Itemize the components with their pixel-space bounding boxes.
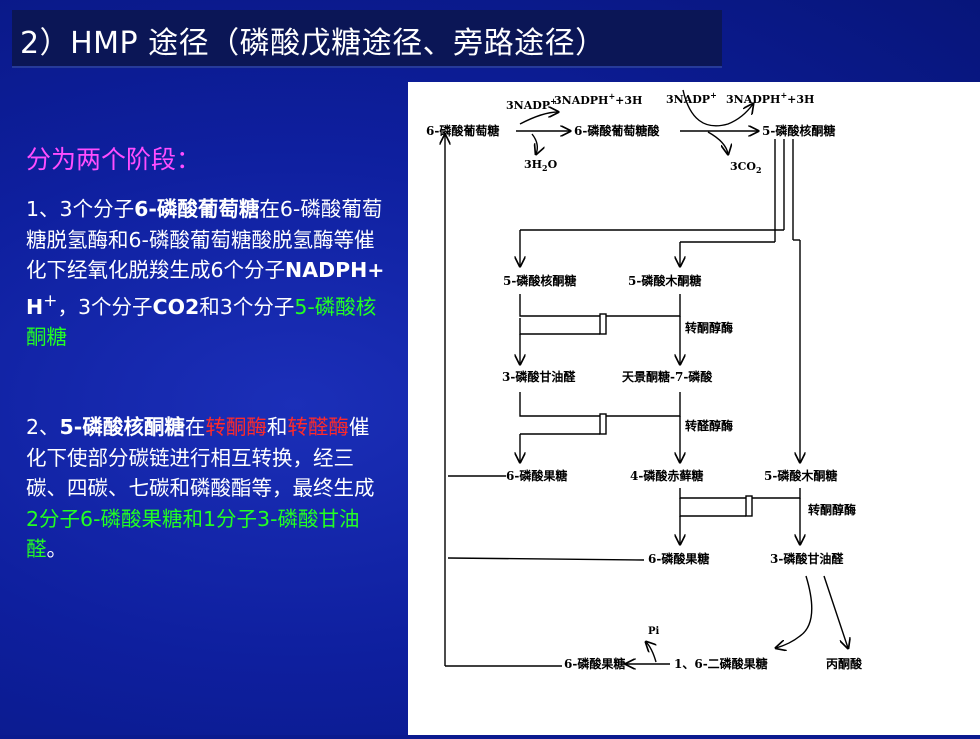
label-x5p-2: 5-磷酸木酮糖	[764, 468, 837, 483]
label-x5p-1: 5-磷酸木酮糖	[628, 273, 701, 288]
label-s7p: 天景酮糖-7-磷酸	[622, 369, 713, 384]
label-nadp-1: 3NADP+	[506, 96, 557, 112]
label-ta: 转醛醇酶	[685, 418, 733, 433]
ta-bracket	[519, 392, 681, 417]
arrow-gap-to-pyruvate	[823, 575, 848, 648]
p1-g6p: 6-磷酸葡萄糖	[134, 197, 260, 221]
label-ru5p: 5-磷酸核酮糖	[762, 123, 835, 138]
label-gluconate: 6-磷酸葡萄糖酸	[574, 123, 660, 138]
p1-ru5p: 5-磷酸核酮糖	[26, 294, 377, 349]
label-gap2: 3-磷酸甘油醛	[770, 551, 844, 566]
spacer	[26, 352, 386, 412]
tk2-node	[745, 495, 753, 517]
arrow-gap-to-fbp	[776, 575, 813, 648]
p2-text: 2、	[26, 415, 60, 440]
p1-text: 和3个分子	[199, 294, 295, 319]
p2-text: 在	[184, 415, 206, 440]
label-f6p-3: 6-磷酸果糖	[564, 656, 625, 671]
label-f6p-1: 6-磷酸果糖	[506, 468, 567, 483]
label-tk2: 转酮醇酶	[808, 502, 856, 517]
arrow-nadp-2	[682, 89, 753, 127]
label-co2: 3CO2	[730, 160, 762, 175]
p2-text: 催化下使部分碳链进行相互转换，经三碳、四碳、七碳和磷酸酯等，最终生成	[26, 415, 375, 501]
p1-nadph-sup: +	[43, 290, 58, 311]
pathway-diagram-panel: 3NADP+ 3NADPH++3H 3NADP+ 3NADPH++3H 6-磷酸…	[408, 82, 980, 735]
label-pi: Pi	[648, 626, 660, 637]
label-tk1: 转酮醇酶	[685, 320, 733, 335]
paragraph-stage-1: 1、3个分子6-磷酸葡萄糖在6-磷酸葡萄糖脱氢酶和6-磷酸葡萄糖酸脱氢酶等催化下…	[26, 194, 386, 352]
label-gap1: 3-磷酸甘油醛	[502, 369, 576, 384]
p2-transaldolase: 转醛酶	[287, 415, 349, 440]
tk2-bracket	[679, 488, 801, 499]
label-nadph-2: 3NADPH++3H	[726, 90, 814, 106]
label-e4p: 4-磷酸赤藓糖	[630, 468, 703, 483]
p1-nadph: NADPH+H	[26, 258, 385, 319]
slide-title: 2）HMP 途径（磷酸戊糖途径、旁路途径）	[20, 18, 606, 62]
ta-node	[599, 413, 607, 435]
arrow-co2	[707, 131, 728, 154]
tk1-bracket	[519, 294, 681, 317]
label-g6p: 6-磷酸葡萄糖	[426, 123, 499, 138]
p2-text: 。	[46, 537, 68, 562]
label-pyruvate: 丙酮酸	[826, 656, 863, 671]
label-r5p: 5-磷酸核酮糖	[503, 273, 576, 288]
f6p2-to-feedback	[447, 557, 645, 561]
tk2-lower	[679, 498, 746, 517]
text-column: 分为两个阶段： 1、3个分子6-磷酸葡萄糖在6-磷酸葡萄糖脱氢酶和6-磷酸葡萄糖…	[26, 140, 386, 565]
p2-ru5p: 5-磷酸核酮糖	[59, 415, 185, 440]
label-f6p-2: 6-磷酸果糖	[648, 551, 709, 566]
label-nadph-1: 3NADPH++3H	[554, 91, 642, 107]
tk1-lower	[519, 318, 600, 335]
title-main: 2）HMP 途径	[20, 26, 210, 61]
p1-text: ，3个分子	[57, 294, 153, 319]
title-bar	[12, 10, 722, 68]
section-heading: 分为两个阶段：	[26, 145, 202, 174]
p2-text: 和	[266, 415, 288, 440]
p1-co2: CO2	[152, 294, 200, 319]
pathway-diagram: 3NADP+ 3NADPH++3H 3NADP+ 3NADPH++3H 6-磷酸…	[426, 89, 863, 671]
title-parenthetical: （磷酸戊糖途径、旁路途径）	[209, 26, 606, 61]
arrow-h2o	[531, 133, 537, 154]
p1-text: 在6-磷酸葡萄糖脱氢酶和6-磷酸葡萄糖酸脱氢酶等催化下经氧化脱羧生成6个分子	[26, 197, 383, 282]
label-fbp: 1、6-二磷酸果糖	[674, 656, 768, 671]
paragraph-stage-2: 2、5-磷酸核酮糖在转酮酶和转醛酶催化下使部分碳链进行相互转换，经三碳、四碳、七…	[26, 412, 386, 565]
p1-text: 1、3个分子	[26, 197, 135, 221]
tk1-node	[599, 313, 607, 335]
label-nadp-2: 3NADP+	[666, 90, 717, 106]
arrow-pi	[646, 642, 656, 663]
label-h2o: 3H2O	[524, 158, 558, 173]
arrow-nadp-1	[519, 112, 558, 125]
p2-products: 2分子6-磷酸果糖和1分子3-磷酸甘油醛	[26, 506, 360, 562]
p2-transketolase: 转酮酶	[205, 415, 267, 440]
